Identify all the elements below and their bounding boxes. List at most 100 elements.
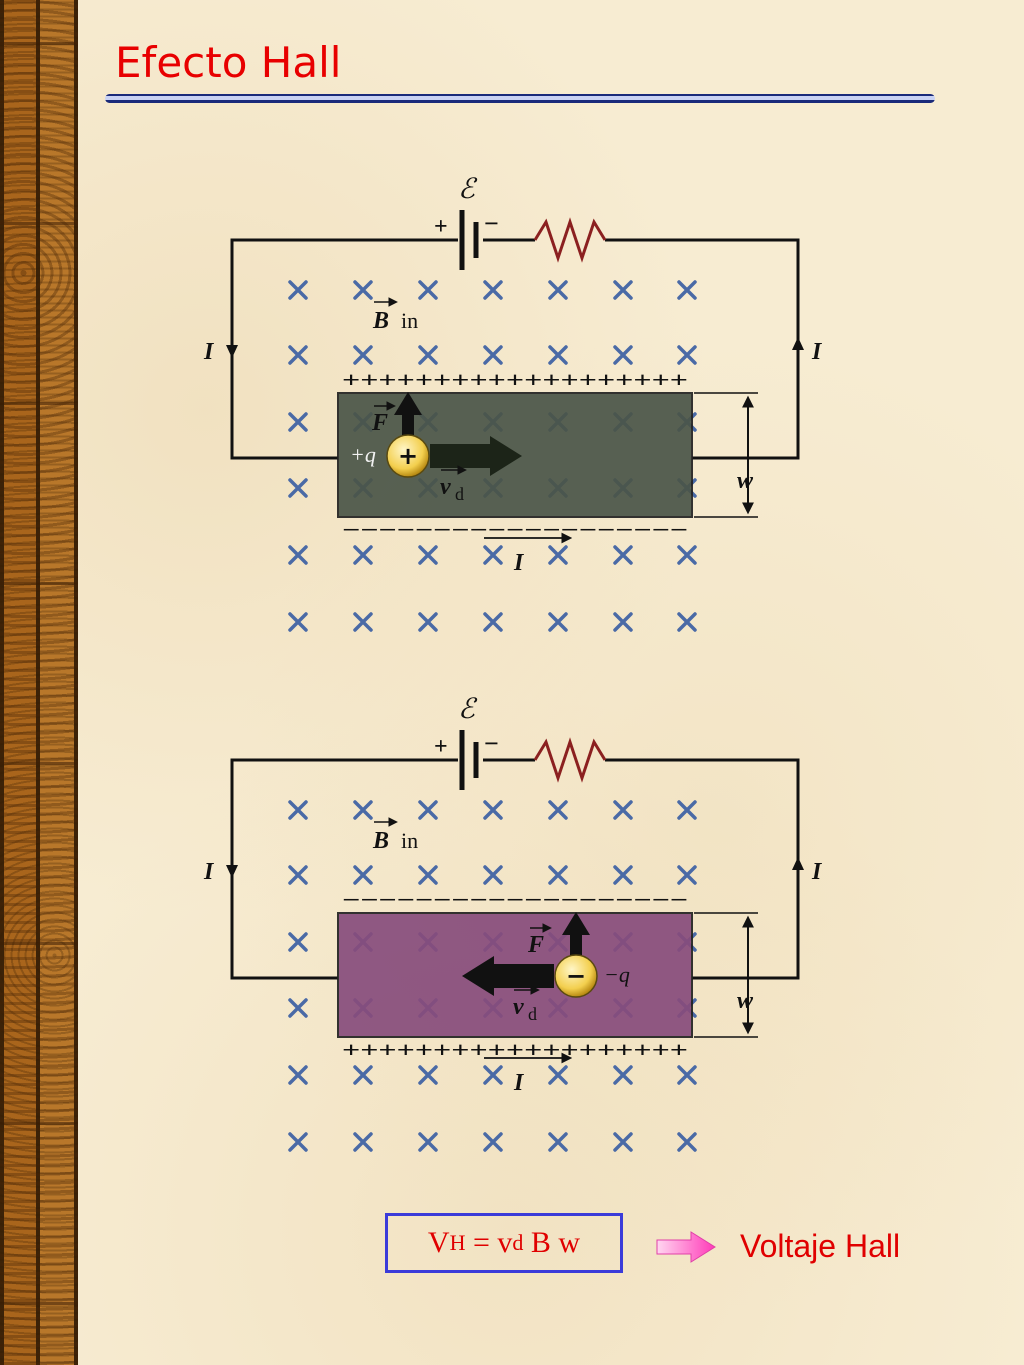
velocity-label: v: [440, 474, 451, 500]
emf-label: ℰ: [458, 174, 478, 205]
current-label-left: I: [203, 339, 215, 365]
field-x-mark: [677, 345, 697, 365]
field-x-mark: [613, 545, 633, 565]
field-x-mark: [353, 545, 373, 565]
battery-plus-label: +: [434, 734, 448, 760]
field-x-mark: [548, 1132, 568, 1152]
field-x-mark: [353, 1065, 373, 1085]
current-arrow-right: [792, 337, 804, 350]
field-x-mark: [353, 345, 373, 365]
field-x-mark: [288, 800, 308, 820]
field-x-mark: [353, 800, 373, 820]
field-x-mark: [483, 612, 503, 632]
formula-v: V: [427, 1226, 450, 1259]
force-label: F: [371, 410, 388, 436]
field-x-mark: [483, 280, 503, 300]
width-label: w: [737, 988, 754, 1014]
current-label-right: I: [811, 339, 823, 365]
field-label-b: B: [372, 308, 389, 334]
field-x-mark: [353, 865, 373, 885]
field-x-mark: [613, 800, 633, 820]
field-x-mark: [548, 345, 568, 365]
field-x-mark: [418, 345, 438, 365]
field-x-mark: [548, 800, 568, 820]
current-arrow-right: [792, 857, 804, 870]
field-x-mark: [418, 800, 438, 820]
battery-minus-label: −: [484, 209, 499, 238]
charge-carrier: [386, 434, 430, 478]
formula-eq: = v: [465, 1226, 513, 1259]
force-arrow: [394, 392, 422, 436]
bar-current-label: I: [513, 550, 525, 576]
field-x-mark: [548, 612, 568, 632]
resistor: [533, 737, 607, 783]
field-x-mark: [677, 612, 697, 632]
top-edge-charges: +++++++++++++++++++: [342, 367, 688, 392]
width-label: w: [737, 468, 754, 494]
pink-arrow-icon: [656, 1231, 716, 1263]
field-x-mark: [548, 865, 568, 885]
field-x-mark: [288, 1132, 308, 1152]
bar-current-label: I: [513, 1070, 525, 1096]
battery-minus-label: −: [484, 729, 499, 758]
field-x-mark: [288, 865, 308, 885]
field-x-mark: [288, 345, 308, 365]
title-underline: [105, 94, 935, 103]
field-x-mark: [288, 1065, 308, 1085]
field-x-mark: [613, 612, 633, 632]
current-label-left: I: [203, 859, 215, 885]
drift-velocity-arrow: [430, 436, 522, 476]
slide-title: Efecto Hall: [115, 38, 342, 87]
field-label-in: in: [401, 828, 418, 853]
field-x-mark: [288, 478, 308, 498]
velocity-label: v: [513, 994, 524, 1020]
current-label-right: I: [811, 859, 823, 885]
field-x-mark: [548, 545, 568, 565]
charge-label: +q: [350, 442, 376, 467]
field-x-mark: [548, 280, 568, 300]
current-arrow-left: [226, 345, 238, 358]
formula-caption: Voltaje Hall: [740, 1228, 901, 1264]
field-x-mark: [418, 1132, 438, 1152]
field-x-mark: [418, 612, 438, 632]
field-x-mark: [677, 800, 697, 820]
field-x-mark: [677, 1132, 697, 1152]
force-label: F: [527, 932, 544, 958]
field-x-mark: [483, 1065, 503, 1085]
field-x-mark: [353, 1132, 373, 1152]
field-x-mark: [613, 865, 633, 885]
field-label-b: B: [372, 828, 389, 854]
battery-plus-label: +: [434, 214, 448, 240]
field-x-mark: [677, 865, 697, 885]
charge-carrier: [554, 954, 598, 998]
field-x-mark: [613, 280, 633, 300]
formula-v-subscript: H: [449, 1230, 466, 1255]
decorative-sidebar: [0, 0, 78, 1365]
field-x-mark: [288, 612, 308, 632]
field-x-mark: [288, 545, 308, 565]
field-x-mark: [677, 545, 697, 565]
field-x-mark: [483, 800, 503, 820]
field-x-mark: [418, 280, 438, 300]
field-x-mark: [288, 998, 308, 1018]
formula-rest: B w: [523, 1226, 581, 1259]
field-x-mark: [288, 280, 308, 300]
charge-label: −q: [604, 962, 630, 987]
force-arrow: [562, 912, 590, 956]
field-x-mark: [483, 1132, 503, 1152]
field-x-mark: [613, 1065, 633, 1085]
field-x-mark: [483, 545, 503, 565]
field-x-mark: [353, 280, 373, 300]
field-x-mark: [288, 412, 308, 432]
field-x-mark: [677, 280, 697, 300]
resistor: [533, 217, 607, 263]
field-x-mark: [613, 345, 633, 365]
charge-symbol: −: [566, 962, 586, 990]
velocity-subscript: d: [455, 484, 464, 504]
field-x-mark: [418, 545, 438, 565]
field-label-in: in: [401, 308, 418, 333]
field-x-mark: [418, 1065, 438, 1085]
